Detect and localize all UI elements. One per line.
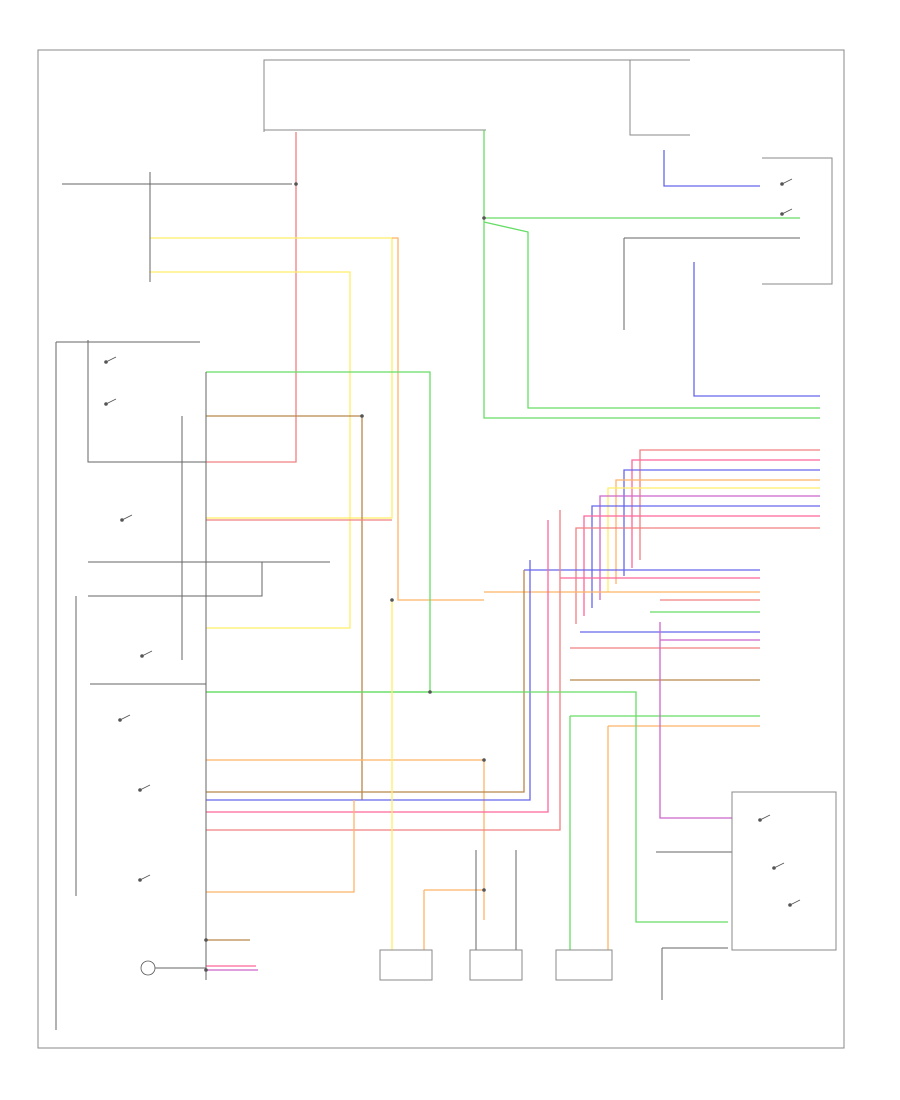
wire-pink-bottom (206, 520, 549, 813)
wire-blue-recirc-return (693, 262, 820, 397)
diagram-frame (37, 49, 845, 1049)
switch-contact-dot-6 (138, 878, 142, 882)
switch-contact-6 (139, 874, 151, 881)
switch-contact-dot-9 (788, 903, 792, 907)
switch-contact-7 (759, 814, 771, 821)
wire-blue-bottom (206, 560, 531, 801)
wire-bundle-7 (583, 515, 820, 616)
switch-contact-2 (121, 514, 133, 521)
switch-contact-dot-7 (758, 818, 762, 822)
switch-contact-11 (781, 208, 793, 215)
wire-orange-bottom-2 (206, 800, 355, 893)
switch-contact-dot-4 (118, 718, 122, 722)
wire-yellow-actuator (150, 237, 393, 519)
switch-contact-dot-8 (772, 866, 776, 870)
wire-yellow-actuator-2 (150, 271, 351, 629)
switch-contact-1 (105, 398, 117, 405)
switch-contact-dot-5 (138, 788, 142, 792)
switch-contact-dot-3 (140, 654, 144, 658)
wire-orange-actuator (392, 237, 484, 601)
wire-bundle-3 (615, 479, 820, 584)
wire-layer (150, 130, 820, 971)
wire-brown-bottom (206, 570, 525, 793)
thermistor-1-box (379, 949, 433, 981)
wire-bundle-8 (575, 527, 820, 624)
switch-contact-10 (781, 178, 793, 185)
wire-green-branch (483, 221, 820, 409)
splice-dot-7 (204, 938, 208, 942)
switch-contact-dot-10 (780, 182, 784, 186)
wire-green-fuel-relay (206, 691, 728, 923)
wire-bundle-2 (623, 469, 820, 576)
splice-dot-5 (482, 758, 486, 762)
wire-bundle-0 (639, 449, 820, 560)
wire-black-ground-2 (88, 562, 263, 597)
fuse-box-top-outline (263, 59, 690, 132)
switch-contact-3 (141, 650, 153, 657)
component-layer (55, 157, 837, 1030)
fuse-box-right-outline (629, 60, 690, 136)
splice-dot-2 (390, 598, 394, 602)
wire-bundle-1 (631, 459, 820, 568)
splice-dot-8 (204, 968, 208, 972)
thermistor-2-box (469, 949, 523, 981)
switch-contact-9 (789, 899, 801, 906)
illumination-lamp (140, 960, 156, 976)
switch-contact-dot-1 (104, 402, 108, 406)
wire-violet-blower (659, 622, 732, 819)
wire-orange-bottom-1 (206, 759, 485, 920)
splice-dot-6 (482, 888, 486, 892)
switch-contact-dot-2 (120, 518, 124, 522)
switch-contact-0 (105, 356, 117, 363)
wire-brown-mode-switch (206, 415, 363, 800)
recirc-switch-outline (762, 157, 833, 285)
switch-contact-dot-11 (780, 212, 784, 216)
splice-dot-4 (360, 414, 364, 418)
wire-green-run-feed (483, 130, 820, 419)
evap-sensor-box (555, 949, 613, 981)
wire-red-fuse-feed (206, 132, 297, 463)
switch-contact-4 (119, 714, 131, 721)
wire-bundle-5 (599, 495, 820, 600)
wire-green-mode-switch (206, 371, 431, 693)
wire-bundle-6 (591, 505, 820, 608)
wire-red-bottom (206, 510, 561, 831)
switch-contact-5 (139, 784, 151, 791)
splice-dot-3 (428, 690, 432, 694)
splice-dot-0 (482, 216, 486, 220)
wire-bundle-4 (607, 487, 820, 592)
switch-contact-8 (773, 862, 785, 869)
switch-contact-dot-0 (104, 360, 108, 364)
wire-blue-recirc-feed (663, 150, 760, 187)
splice-dot-1 (294, 182, 298, 186)
fuel-pump-relay-box (731, 791, 837, 951)
mode-switch-left-1 (87, 340, 206, 463)
